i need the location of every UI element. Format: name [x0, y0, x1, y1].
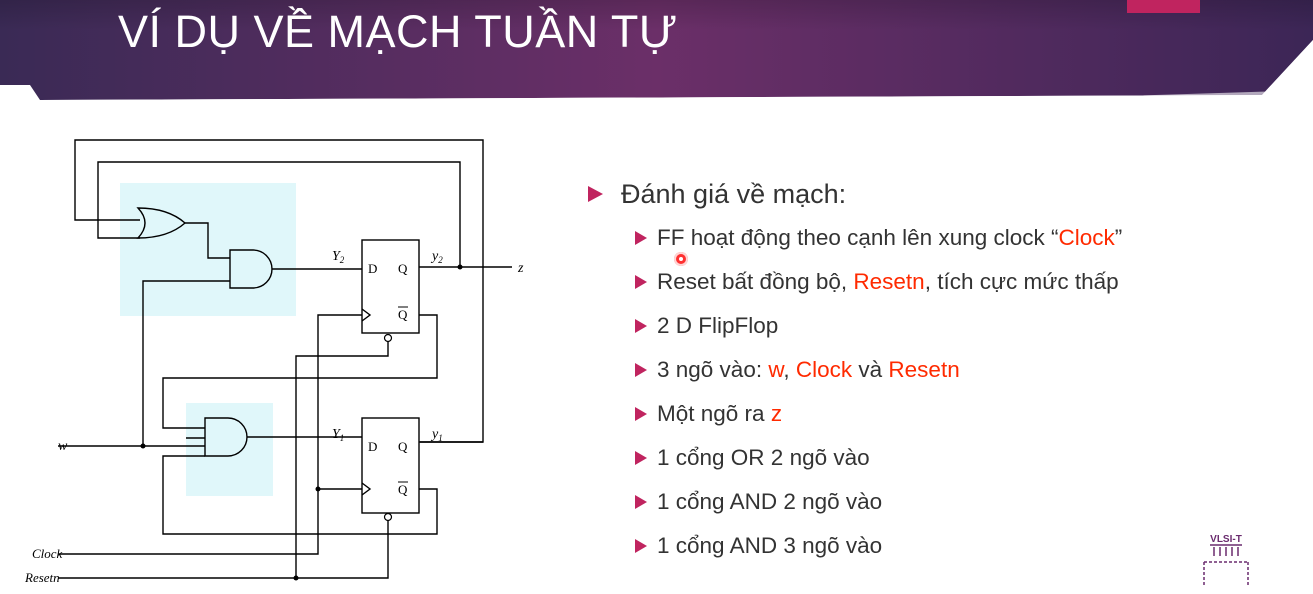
- plain-text: FF hoạt động theo cạnh lên xung clock “: [657, 225, 1059, 250]
- label-z: z: [517, 261, 524, 276]
- highlight-text: Resetn: [888, 357, 960, 382]
- label-w: w: [58, 439, 68, 454]
- label-y1-present: y1: [430, 427, 443, 443]
- sub-bullet-item: Một ngõ ra z: [635, 392, 1288, 436]
- sub-bullet-text: FF hoạt động theo cạnh lên xung clock “C…: [657, 225, 1122, 251]
- bullet-triangle-icon: [635, 275, 647, 289]
- highlight-text: z: [770, 401, 783, 426]
- plain-text: ,: [783, 357, 796, 382]
- sub-bullet-item: 1 cổng OR 2 ngõ vào: [635, 436, 1288, 480]
- sub-bullet-text: 1 cổng AND 3 ngõ vào: [657, 533, 882, 559]
- bullet-main: Đánh giá về mạch:: [588, 172, 1288, 216]
- flipflop-y2: [361, 239, 420, 334]
- sub-bullet-text: 1 cổng AND 2 ngõ vào: [657, 489, 882, 515]
- bullet-triangle-icon: [588, 186, 603, 202]
- ff1-q-label: Q: [398, 439, 408, 454]
- label-y2-present: y2: [430, 249, 443, 265]
- and-highlight: [186, 403, 273, 496]
- sub-bullet-text: Reset bất đồng bộ, Resetn, tích cực mức …: [657, 269, 1119, 295]
- bullet-triangle-icon: [635, 539, 647, 553]
- highlight-text: Clock: [795, 357, 853, 382]
- ff1-d-label: D: [368, 439, 377, 454]
- bullet-triangle-icon: [635, 451, 647, 465]
- ff2-q-label: Q: [398, 261, 408, 276]
- or-gate: [136, 207, 187, 239]
- sub-bullet-item: 1 cổng AND 3 ngõ vào: [635, 524, 1288, 568]
- bullet-triangle-icon: [635, 319, 647, 333]
- circuit-diagram: Y2 y2 Y1 y1 z w Clock Resetn D Q Q D Q Q: [24, 139, 524, 585]
- bullet-triangle-icon: [635, 495, 647, 509]
- sub-bullet-item: 3 ngõ vào: w, Clock và Resetn: [635, 348, 1288, 392]
- highlight-text: Resetn: [853, 269, 925, 294]
- bullet-list: Đánh giá về mạch: FF hoạt động theo cạnh…: [588, 172, 1288, 568]
- plain-text: và: [852, 357, 889, 382]
- label-resetn: Resetn: [24, 570, 60, 585]
- bullet-triangle-icon: [635, 363, 647, 377]
- plain-text: Một ngõ ra: [657, 401, 771, 426]
- accent-tab: [1127, 0, 1200, 13]
- plain-text: 2 D FlipFlop: [657, 313, 779, 338]
- bullet-triangle-icon: [635, 231, 647, 245]
- plain-text: ”: [1114, 225, 1123, 250]
- highlight-text: Clock: [1058, 225, 1115, 250]
- sub-bullet-item: 2 D FlipFlop: [635, 304, 1288, 348]
- sub-bullet-text: 1 cổng OR 2 ngõ vào: [657, 445, 870, 471]
- vlsi-logo: VLSI-T: [1203, 534, 1249, 586]
- header-banner: [0, 0, 1313, 130]
- sub-bullet-item: 1 cổng AND 2 ngõ vào: [635, 480, 1288, 524]
- label-y2-next: Y2: [332, 249, 345, 265]
- flipflop-y1: [361, 417, 420, 514]
- label-y1-next: Y1: [332, 427, 344, 443]
- sub-bullet-text: 3 ngõ vào: w, Clock và Resetn: [657, 357, 960, 383]
- ff1-qbar-label: Q: [398, 482, 408, 497]
- plain-text: 1 cổng AND 3 ngõ vào: [657, 533, 883, 558]
- bullet-main-text: Đánh giá về mạch:: [621, 178, 847, 209]
- bullet-triangle-icon: [635, 407, 647, 421]
- sub-bullet-item: FF hoạt động theo cạnh lên xung clock “C…: [635, 216, 1288, 260]
- ff2-d-label: D: [368, 261, 377, 276]
- sub-bullet-text: 2 D FlipFlop: [657, 313, 778, 339]
- and-gate-upper: [229, 249, 273, 289]
- sub-bullet-list: FF hoạt động theo cạnh lên xung clock “C…: [588, 216, 1288, 568]
- laser-pointer-icon: [674, 252, 688, 266]
- plain-text: 3 ngõ vào:: [657, 357, 769, 382]
- and-gate-lower: [204, 417, 248, 457]
- sub-bullet-item: Reset bất đồng bộ, Resetn, tích cực mức …: [635, 260, 1288, 304]
- ff2-qbar-label: Q: [398, 307, 408, 322]
- sub-bullet-text: Một ngõ ra z: [657, 401, 782, 427]
- chip-icon: [1203, 544, 1249, 586]
- logo-text: VLSI-T: [1210, 534, 1242, 545]
- plain-text: 1 cổng AND 2 ngõ vào: [657, 489, 883, 514]
- label-clock: Clock: [32, 546, 63, 561]
- highlight-text: w: [768, 357, 784, 382]
- plain-text: , tích cực mức thấp: [924, 269, 1119, 294]
- plain-text: 1 cổng OR 2 ngõ vào: [657, 445, 870, 470]
- plain-text: Reset bất đồng bộ,: [657, 269, 854, 294]
- slide-title: VÍ DỤ VỀ MẠCH TUẦN TỰ: [118, 6, 678, 57]
